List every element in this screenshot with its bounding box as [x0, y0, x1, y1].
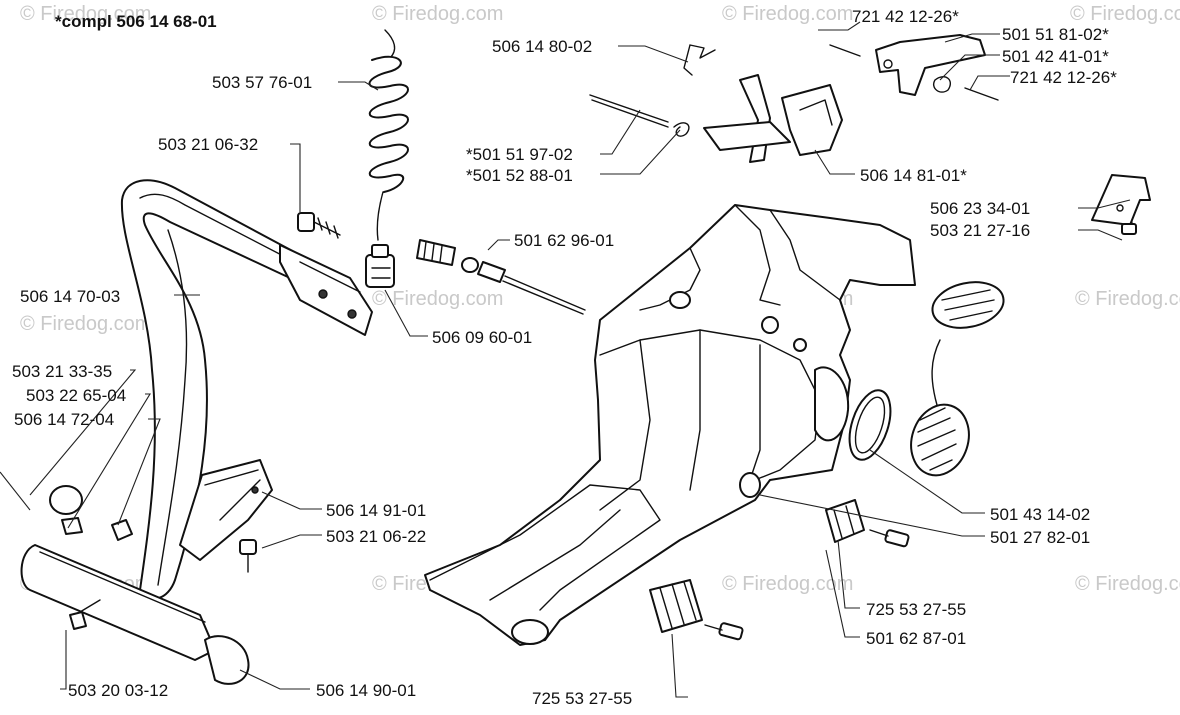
diagram-title: *compl 506 14 68-01	[55, 12, 217, 31]
vibration-damper-lower-illustration	[649, 579, 744, 641]
watermark: © Firedog.com	[372, 288, 503, 310]
part-label: 503 22 65-04	[26, 386, 126, 405]
watermark: © Firedog.com	[722, 3, 853, 25]
fuel-filter-illustration	[365, 244, 395, 288]
watermark: © Firedog.com	[20, 313, 151, 335]
part-label: 501 51 81-02*	[1002, 25, 1109, 44]
watermark: © Firedog.com	[722, 573, 853, 595]
spring-clip-illustration	[683, 44, 716, 76]
part-label: 501 62 87-01	[866, 629, 966, 648]
part-label: 506 14 72-04	[14, 410, 114, 429]
part-label: 503 21 33-35	[12, 362, 112, 381]
part-label: *501 52 88-01	[466, 166, 573, 185]
part-label: 503 57 76-01	[212, 73, 312, 92]
part-label: 721 42 12-26*	[852, 7, 959, 26]
part-label: *501 51 97-02	[466, 145, 573, 164]
o-ring-illustration	[848, 389, 892, 461]
screw-illustration	[297, 212, 341, 239]
lower-tube-illustration	[20, 485, 250, 685]
vibration-damper-illustration	[825, 499, 910, 548]
part-label: 506 23 34-01	[930, 199, 1030, 218]
watermark: © Firedog.com	[20, 3, 151, 25]
trigger-pin-illustration	[589, 94, 690, 137]
part-label: 506 14 90-01	[316, 681, 416, 700]
part-label: 506 09 60-01	[432, 328, 532, 347]
part-label: 503 21 06-32	[158, 135, 258, 154]
part-labels: 721 42 12-26* 506 14 80-02 501 51 81-02*…	[12, 7, 1117, 708]
part-label: 506 14 70-03	[20, 287, 120, 306]
fuel-tank-housing-illustration	[424, 204, 916, 646]
handle-bar-illustration	[120, 179, 373, 600]
throttle-lock-illustration	[703, 74, 843, 163]
handle-mount-illustration	[179, 459, 273, 573]
part-label: 503 21 27-16	[930, 221, 1030, 240]
part-label: 503 20 03-12	[68, 681, 168, 700]
part-label: 503 21 06-22	[326, 527, 426, 546]
cap-cover-illustration	[931, 281, 1005, 329]
part-label: 506 14 81-01*	[860, 166, 967, 185]
fuel-cap-illustration	[910, 339, 970, 477]
part-label: 725 53 27-55	[532, 689, 632, 708]
watermark: © Firedog.com	[1075, 573, 1180, 595]
fuel-pickup-illustration	[416, 239, 586, 315]
part-label: 501 43 14-02	[990, 505, 1090, 524]
part-label: 501 42 41-01*	[1002, 47, 1109, 66]
part-label: 725 53 27-55	[866, 600, 966, 619]
part-label: 721 42 12-26*	[1010, 68, 1117, 87]
part-label: 506 14 80-02	[492, 37, 592, 56]
part-label: 501 27 82-01	[990, 528, 1090, 547]
part-label: 501 62 96-01	[514, 231, 614, 250]
watermark: © Firedog.com	[372, 3, 503, 25]
throttle-trigger-illustration	[829, 34, 999, 101]
leader-lines	[0, 21, 1131, 698]
watermark: © Firedog.com	[1070, 3, 1180, 25]
part-label: 506 14 91-01	[326, 501, 426, 520]
fuel-hose-illustration	[368, 29, 409, 241]
watermark: © Firedog.com	[1075, 288, 1180, 310]
bracket-illustration	[1091, 174, 1151, 235]
